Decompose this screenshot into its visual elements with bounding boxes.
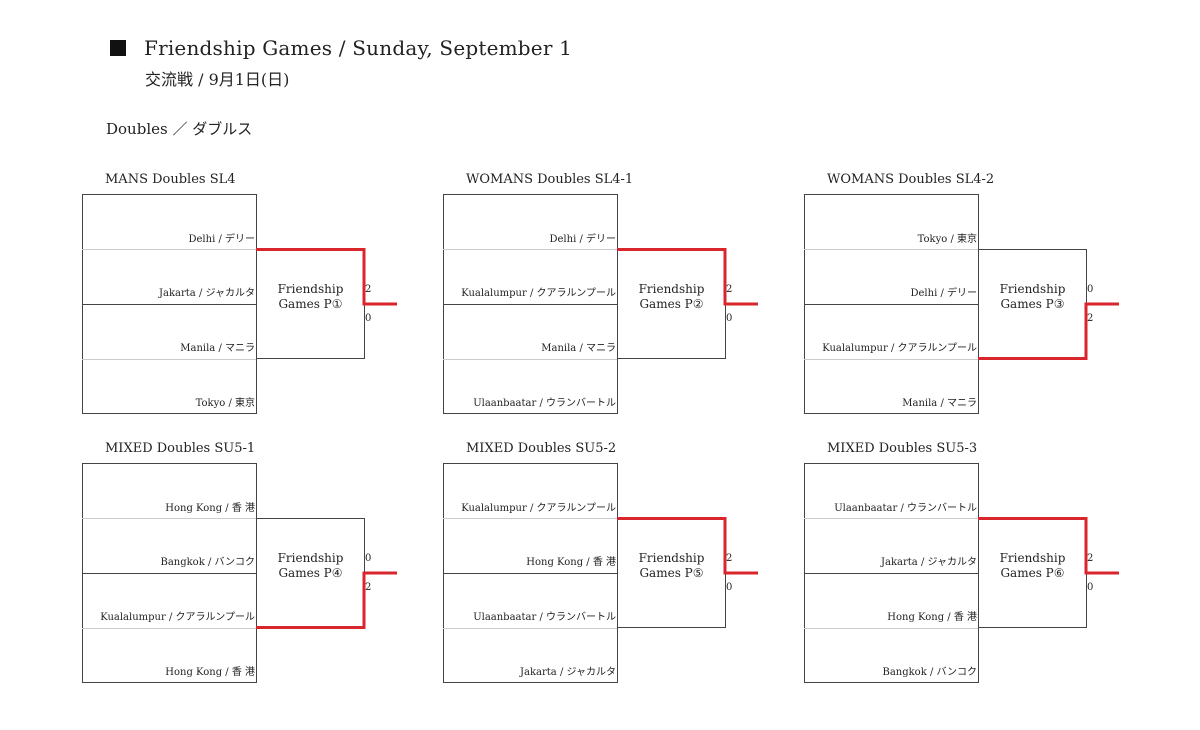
- team-name: Tokyo / 東京: [195, 398, 255, 409]
- event-title: WOMANS Doubles SL4-1: [466, 172, 634, 187]
- team-name: Bangkok / バンコク: [160, 557, 255, 568]
- winner-path: [256, 248, 397, 306]
- team-name: Ulaanbaatar / ウランバートル: [473, 398, 616, 409]
- event-title: MIXED Doubles SU5-3: [827, 441, 978, 456]
- winner-path: [978, 517, 1119, 575]
- team-name: Kualalumpur / クアラルンプール: [461, 288, 616, 299]
- page-header: Friendship Games / Sunday, September 1 交…: [110, 36, 572, 90]
- score-top: 0: [365, 553, 372, 564]
- score-bottom: 0: [726, 313, 733, 324]
- score-bottom: 2: [365, 582, 372, 593]
- page-subtitle: 交流戦 / 9月1日(日): [145, 70, 290, 89]
- score-top: 2: [726, 553, 733, 564]
- team-name: Kualalumpur / クアラルンプール: [822, 343, 977, 354]
- team-name: Hong Kong / 香 港: [165, 667, 255, 678]
- team-name: Bangkok / バンコク: [882, 667, 977, 678]
- bracket-lines: [804, 463, 1119, 683]
- black-square-icon: [110, 40, 126, 56]
- team-name: Hong Kong / 香 港: [887, 612, 977, 623]
- title-row: Friendship Games / Sunday, September 1: [110, 36, 572, 60]
- team-name: Hong Kong / 香 港: [526, 557, 616, 568]
- score-top: 2: [1087, 553, 1094, 564]
- event-title: WOMANS Doubles SL4-2: [827, 172, 995, 187]
- team-name: Manila / マニラ: [902, 398, 977, 409]
- winner-path: [617, 248, 758, 306]
- winner-path: [978, 302, 1119, 360]
- score-top: 2: [726, 284, 733, 295]
- team-name: Jakarta / ジャカルタ: [520, 667, 616, 678]
- team-name: Manila / マニラ: [180, 343, 255, 354]
- team-name: Hong Kong / 香 港: [165, 503, 255, 514]
- team-name: Kualalumpur / クアラルンプール: [100, 612, 255, 623]
- winner-path: [256, 571, 397, 629]
- team-name: Ulaanbaatar / ウランバートル: [473, 612, 616, 623]
- bracket-lines: [443, 194, 758, 414]
- team-name: Ulaanbaatar / ウランバートル: [834, 503, 977, 514]
- score-bottom: 0: [1087, 582, 1094, 593]
- score-bottom: 0: [726, 582, 733, 593]
- bracket-lines: [804, 194, 1119, 414]
- bracket-lines: [82, 463, 397, 683]
- event-title: MANS Doubles SL4: [105, 172, 236, 187]
- event-title: MIXED Doubles SU5-2: [466, 441, 617, 456]
- team-name: Jakarta / ジャカルタ: [159, 288, 255, 299]
- event-title: MIXED Doubles SU5-1: [105, 441, 256, 456]
- score-bottom: 2: [1087, 313, 1094, 324]
- score-bottom: 0: [365, 313, 372, 324]
- team-name: Manila / マニラ: [541, 343, 616, 354]
- score-top: 0: [1087, 284, 1094, 295]
- team-name: Delhi / デリー: [549, 234, 617, 245]
- bracket-lines: [443, 463, 758, 683]
- page-title: Friendship Games / Sunday, September 1: [144, 36, 573, 60]
- team-name: Delhi / デリー: [910, 288, 978, 299]
- team-name: Tokyo / 東京: [917, 234, 977, 245]
- winner-path: [617, 517, 758, 575]
- score-top: 2: [365, 284, 372, 295]
- team-name: Kualalumpur / クアラルンプール: [461, 503, 616, 514]
- section-heading: Doubles ／ ダブルス: [106, 120, 253, 138]
- bracket-lines: [82, 194, 397, 414]
- team-name: Delhi / デリー: [188, 234, 256, 245]
- team-name: Jakarta / ジャカルタ: [881, 557, 977, 568]
